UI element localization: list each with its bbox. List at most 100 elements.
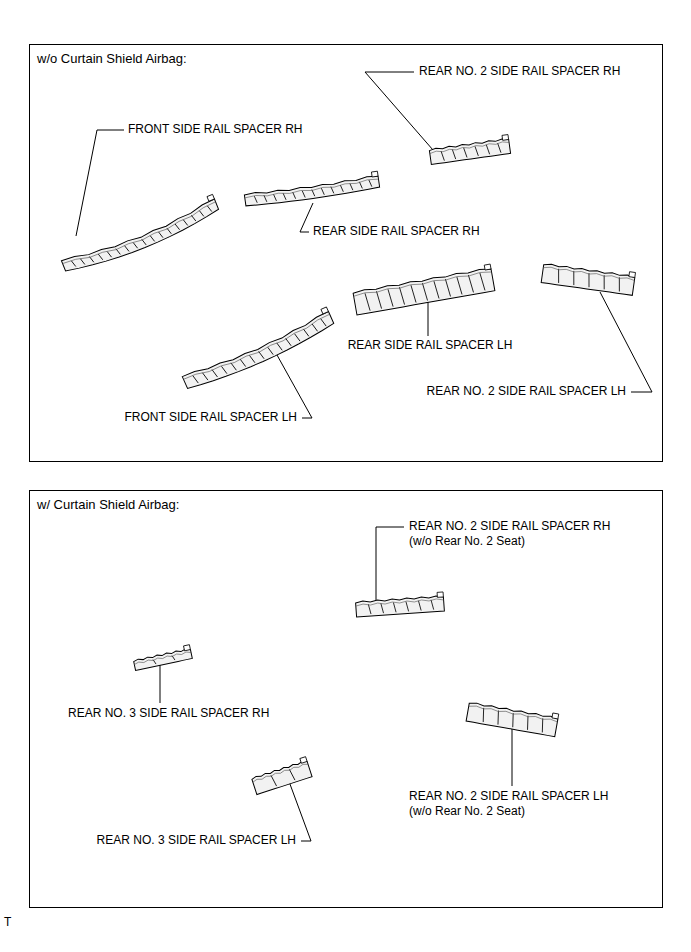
part-rib (183, 219, 187, 226)
part-flange (356, 598, 444, 606)
part-rib (602, 275, 606, 289)
part-name: FRONT SIDE RAIL SPACER RH (127, 122, 303, 137)
part-rib (107, 251, 111, 258)
part-tab (484, 264, 491, 270)
part-rib (368, 604, 371, 614)
part-flange (63, 202, 219, 271)
part-rib (142, 238, 146, 245)
part-outline (182, 312, 336, 394)
part-rib (167, 227, 171, 234)
part-rib (418, 601, 421, 611)
leader-line (600, 292, 652, 392)
part-rib (468, 275, 473, 293)
part-rib (199, 210, 203, 217)
part-tab (552, 713, 559, 719)
rail-spacer-part (133, 645, 193, 671)
part-flange (252, 763, 308, 782)
part-rib (376, 291, 381, 309)
part-rib (498, 143, 501, 153)
part-rib (98, 253, 102, 260)
part-rib (475, 146, 478, 156)
part-rib (286, 338, 291, 347)
part-rib (207, 205, 211, 212)
leader-line (76, 130, 124, 236)
part-flange (543, 266, 634, 280)
part-rib (277, 342, 282, 351)
part-rib (480, 273, 485, 291)
part-rib (350, 183, 353, 190)
part-rib (159, 231, 163, 238)
part-rib (369, 180, 372, 187)
part-rib (321, 188, 324, 195)
rail-spacer-part (541, 260, 635, 296)
part-name: FRONT SIDE RAIL SPACER LH (124, 410, 298, 425)
part-name: REAR SIDE RAIL SPACER LH (347, 338, 514, 353)
part-tab (371, 171, 378, 177)
part-name: REAR NO. 3 SIDE RAIL SPACER RH (67, 706, 270, 721)
part-rib (526, 716, 530, 730)
part-rib (441, 151, 444, 161)
part-rib (221, 365, 226, 374)
part-rib (422, 283, 427, 301)
part-rib (191, 215, 195, 222)
part-outline (133, 648, 192, 670)
panel-heading: w/ Curtain Shield Airbag: (30, 491, 662, 518)
leader-line (365, 72, 433, 150)
part-rib (80, 258, 84, 265)
part-rib (133, 242, 137, 249)
part-outline (251, 760, 312, 795)
part-tab (207, 194, 214, 201)
part-rib (193, 375, 198, 384)
part-rib (295, 333, 300, 342)
part-rib (572, 271, 576, 285)
part-rib (393, 602, 396, 612)
part-rib (457, 277, 462, 295)
part-rib (399, 287, 404, 305)
part-rib (293, 192, 296, 199)
part-rib (175, 223, 179, 230)
part-tab (321, 307, 329, 314)
part-rib (202, 372, 207, 381)
rail-spacer-part (180, 307, 336, 394)
rail-spacer-part (250, 757, 312, 795)
part-rib (289, 769, 295, 781)
part-name: REAR NO. 2 SIDE RAIL SPACER RH (418, 64, 621, 79)
part-rib (274, 194, 277, 201)
part-rib (587, 273, 591, 287)
leader-line (428, 302, 429, 336)
part-rib (434, 281, 439, 299)
part-rib (406, 601, 409, 611)
part-name: REAR SIDE RAIL SPACER RH (312, 224, 481, 239)
part-flange (134, 651, 191, 665)
part-outline (541, 263, 635, 295)
part-rib (312, 323, 317, 332)
rail-spacer-part (352, 264, 495, 315)
part-outline (244, 175, 380, 208)
part-rib (125, 245, 129, 252)
part-flange (183, 314, 332, 385)
part-flange (245, 178, 379, 200)
part-rib (271, 775, 277, 787)
part-tab (629, 272, 636, 278)
part-rib (359, 182, 362, 189)
part-name: REAR NO. 2 SIDE RAIL SPACER LH (w/o Rear… (408, 789, 628, 819)
part-rib (464, 148, 467, 158)
rail-spacer-part (355, 592, 444, 617)
part-outline (356, 595, 445, 617)
part-rib (365, 293, 370, 311)
part-rib (249, 355, 254, 364)
part-tab (437, 592, 443, 597)
part-tab (300, 757, 307, 764)
part-tab (502, 135, 509, 141)
part-rib (340, 185, 343, 192)
rail-spacer-part (244, 171, 380, 208)
part-rib (388, 289, 393, 307)
part-rib (486, 144, 489, 154)
part-rib (381, 603, 384, 613)
leader-line (287, 776, 311, 841)
leader-line (160, 662, 161, 703)
part-name: REAR NO. 2 SIDE RAIL SPACER LH (426, 384, 627, 399)
part-rib (150, 235, 154, 242)
part-rib (71, 260, 75, 267)
part-rib (445, 279, 450, 297)
